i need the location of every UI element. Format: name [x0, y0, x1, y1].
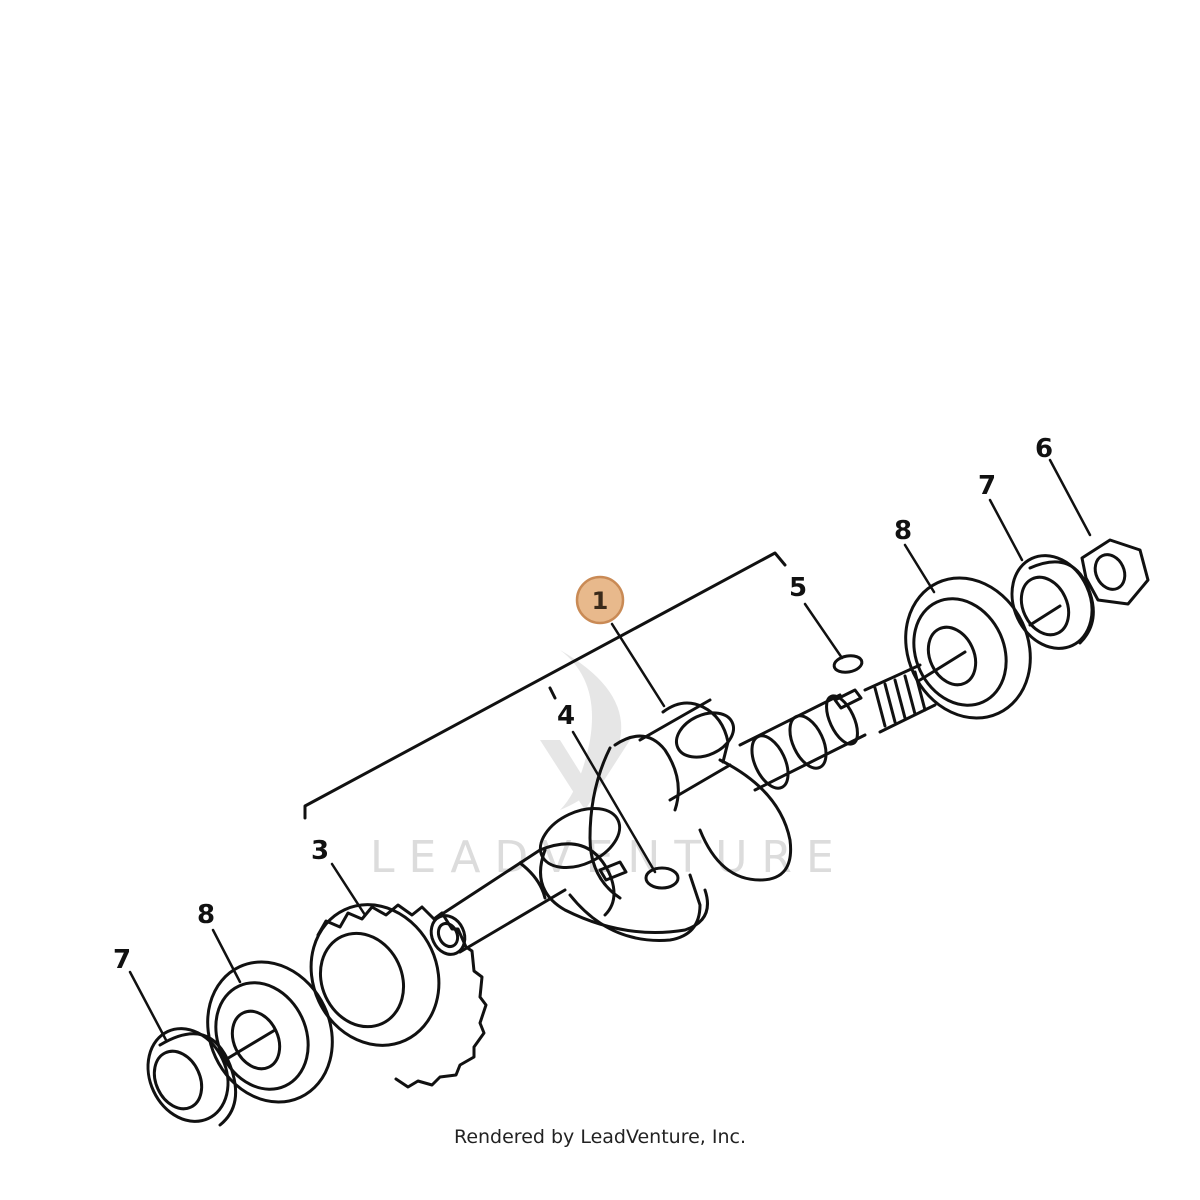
selected-callout-highlight[interactable]: [575, 575, 625, 625]
oil-seal-right: [1010, 554, 1095, 650]
oil-seal-left: [146, 1027, 238, 1127]
crank-gear: [309, 903, 488, 1089]
callout-labels: 1 3 4 5 6 7 7 8 8: [113, 434, 1053, 975]
ball-bearing-right: [904, 576, 1032, 720]
callout-5[interactable]: 5: [789, 573, 807, 603]
callout-3[interactable]: 3: [311, 836, 329, 866]
callout-4[interactable]: 4: [557, 701, 575, 731]
callout-1[interactable]: 1: [592, 587, 609, 615]
leader-lines: [128, 458, 1092, 1042]
callout-8-right[interactable]: 8: [894, 516, 912, 546]
callout-7-right[interactable]: 7: [978, 471, 996, 501]
render-credit: Rendered by LeadVenture, Inc.: [453, 1126, 747, 1148]
crankshaft: [429, 654, 937, 956]
callout-7-left[interactable]: 7: [113, 945, 131, 975]
hex-nut: [1080, 538, 1150, 606]
assembly-bracket: [303, 551, 787, 820]
callout-6[interactable]: 6: [1035, 434, 1053, 464]
callout-8-left[interactable]: 8: [197, 900, 215, 930]
ball-bearing-left: [206, 960, 334, 1104]
